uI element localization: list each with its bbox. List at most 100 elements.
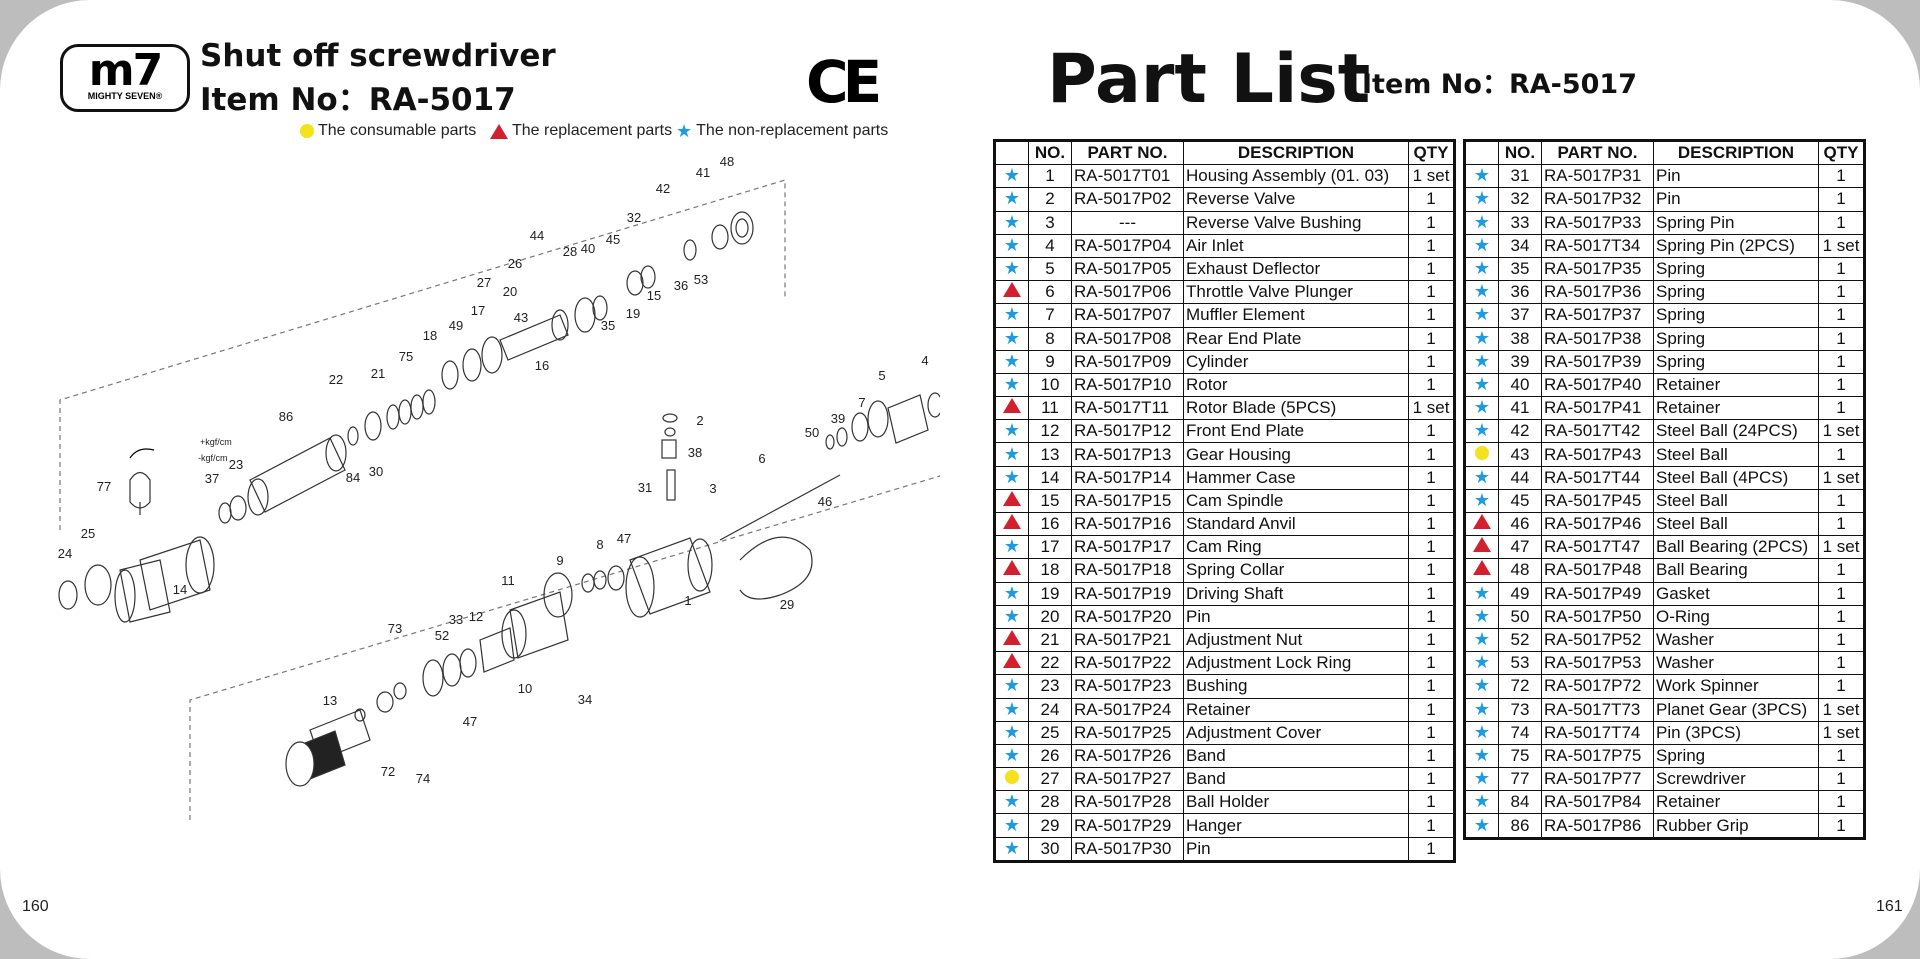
part-number-cell: 74 [1498, 720, 1542, 745]
part-qty-cell: 1 [1818, 790, 1865, 815]
part-code-cell: RA-5017P86 [1541, 813, 1654, 839]
part-description-cell: Ball Bearing (2PCS) [1653, 535, 1819, 560]
part-number-cell: 14 [1028, 465, 1072, 490]
part-description-cell: Pin [1653, 164, 1819, 189]
blue-star-icon: ★ [1003, 466, 1021, 487]
callout-2: 2 [696, 413, 703, 428]
part-number-cell: 3 [1028, 210, 1072, 235]
part-description-cell: Spring [1653, 256, 1819, 282]
callout-41: 41 [696, 165, 710, 180]
blue-star-icon: ★ [676, 121, 693, 141]
callout-50: 50 [805, 425, 819, 440]
part-number-cell: 44 [1498, 465, 1542, 490]
part-number-cell: 27 [1028, 767, 1072, 792]
legend-replacement: The replacement parts [490, 122, 672, 140]
part-number-cell: 46 [1498, 511, 1542, 537]
callout-17: 17 [471, 303, 485, 318]
blue-star-icon: ★ [1473, 397, 1491, 418]
part-qty-cell: 1 [1408, 419, 1455, 444]
part-number-cell: 15 [1028, 488, 1072, 514]
part-type-cell: ★ [994, 720, 1029, 745]
part-number-cell: 77 [1498, 767, 1542, 792]
table-header-row: NO. PART NO. DESCRIPTION QTY [994, 139, 1455, 166]
red-triangle-icon [1003, 630, 1021, 646]
part-description-cell: O-Ring [1653, 604, 1819, 629]
part-code-cell: RA-5017P06 [1071, 280, 1184, 305]
part-number-cell: 1 [1028, 164, 1072, 189]
part-description-cell: Band [1183, 767, 1409, 792]
part-description-cell: Hanger [1183, 813, 1409, 838]
callout-75: 75 [399, 349, 413, 364]
part-description-cell: Rotor Blade (5PCS) [1183, 396, 1409, 421]
callout-22: 22 [329, 372, 343, 387]
callout-40: 40 [581, 241, 595, 256]
part-code-cell: RA-5017P27 [1071, 767, 1184, 792]
legend-non-replacement: ★ The non-replacement parts [676, 122, 888, 140]
part-number-cell: 49 [1498, 581, 1542, 606]
part-code-cell: RA-5017T74 [1541, 720, 1654, 745]
product-title: Shut off screwdriver [200, 38, 556, 74]
part-number-cell: 41 [1498, 396, 1542, 421]
part-description-cell: Steel Ball [1653, 442, 1819, 467]
blue-star-icon: ★ [1003, 814, 1021, 835]
part-code-cell: RA-5017P22 [1071, 651, 1184, 676]
part-description-cell: Gear Housing [1183, 442, 1409, 467]
part-description-cell: Reverse Valve Bushing [1183, 210, 1409, 235]
part-qty-cell: 1 [1818, 372, 1865, 398]
blue-star-icon: ★ [1473, 744, 1491, 765]
part-description-cell: Pin [1183, 604, 1409, 629]
callout-45: 45 [606, 232, 620, 247]
red-triangle-icon [1473, 560, 1491, 576]
blue-star-icon: ★ [1473, 165, 1491, 186]
blue-star-icon: ★ [1003, 304, 1021, 325]
blue-star-icon: ★ [1473, 721, 1491, 742]
part-number-cell: 73 [1498, 697, 1542, 722]
part-number-cell: 37 [1498, 303, 1542, 328]
part-qty-cell: 1 [1408, 280, 1455, 305]
part-qty-cell: 1 [1818, 164, 1865, 189]
part-code-cell: RA-5017P41 [1541, 396, 1654, 421]
part-description-cell: Exhaust Deflector [1183, 256, 1409, 282]
part-code-cell: RA-5017P39 [1541, 349, 1654, 374]
part-number-cell: 28 [1028, 790, 1072, 815]
part-qty-cell: 1 [1408, 210, 1455, 235]
blue-star-icon: ★ [1003, 675, 1021, 696]
part-code-cell: RA-5017P48 [1541, 558, 1654, 583]
callout-42: 42 [656, 181, 670, 196]
left-page: m7 MIGHTY SEVEN® Shut off screwdriver It… [0, 0, 960, 959]
part-code-cell: RA-5017P16 [1071, 511, 1184, 537]
callout-43: 43 [514, 310, 528, 325]
callout-8: 8 [596, 537, 603, 552]
part-type-cell: ★ [1464, 488, 1499, 514]
part-number-cell: 25 [1028, 720, 1072, 745]
part-code-cell: RA-5017P37 [1541, 303, 1654, 328]
blue-star-icon: ★ [1473, 489, 1491, 510]
part-number-cell: 24 [1028, 697, 1072, 722]
part-type-cell: ★ [994, 743, 1029, 769]
part-type-cell [994, 511, 1029, 537]
part-description-cell: Pin [1183, 836, 1409, 862]
part-code-cell: RA-5017P43 [1541, 442, 1654, 467]
page-number-right: 161 [1876, 898, 1903, 915]
part-number-cell: 39 [1498, 349, 1542, 374]
part-code-cell: RA-5017P52 [1541, 627, 1654, 653]
part-qty-cell: 1 [1818, 743, 1865, 769]
part-number-cell: 4 [1028, 233, 1072, 258]
blue-star-icon: ★ [1003, 350, 1021, 371]
part-code-cell: RA-5017P29 [1071, 813, 1184, 838]
part-code-cell: RA-5017P33 [1541, 210, 1654, 235]
header-qty: QTY [1408, 139, 1455, 166]
